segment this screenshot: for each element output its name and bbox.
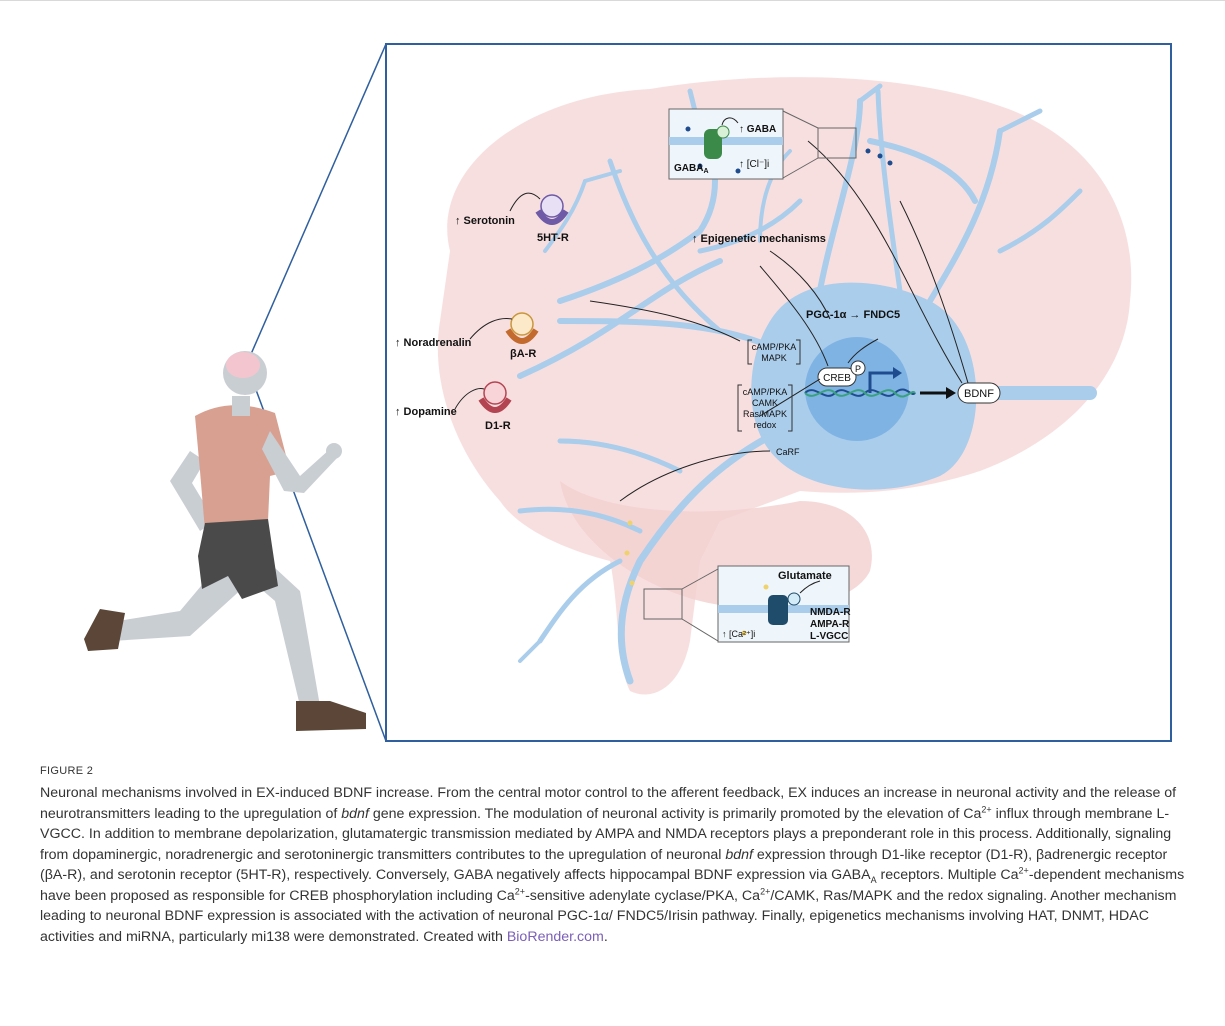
figure-illustration: CREB P BDNF ↑ Serotonin 5HT-R ↑ Noradren…	[84, 43, 1172, 742]
pathway-b-line-4: redox	[754, 420, 777, 430]
figure-caption: FIGURE 2 Neuronal mechanisms involved in…	[40, 765, 1190, 947]
creb-node	[817, 367, 857, 387]
glutamate-inset: Glutamate NMDA-R AMPA-R L-VGCC ↑ [Ca²⁺]i	[624, 520, 851, 643]
receptor-ba-label: βA-R	[510, 348, 536, 360]
neurotransmitter-arrows	[454, 140, 969, 502]
dopamine-label: ↑ Dopamine	[395, 406, 457, 418]
receptor-5ht	[535, 194, 569, 225]
nucleus	[805, 337, 909, 441]
bdnf-node	[957, 382, 1001, 404]
transcription-arrowhead	[893, 367, 902, 379]
phospho-label: P	[855, 364, 861, 374]
pathway-a-line-2: MAPK	[761, 353, 787, 363]
pathway-b-line-2: CAMK	[752, 398, 778, 408]
noradrenalin-label: ↑ Noradrenalin	[395, 337, 472, 349]
lvgcc-label: L-VGCC	[810, 631, 848, 642]
gaba-receptor-label: GABAA	[674, 163, 709, 175]
ampa-label: AMPA-R	[810, 619, 850, 630]
creb-label: CREB	[823, 373, 851, 384]
bdnf-label: BDNF	[964, 388, 994, 400]
pathway-b-line-3: Ras/MAPK	[743, 409, 787, 419]
dna-helix	[804, 388, 916, 398]
gaba-inset: ↑ GABA GABAA ↑ [Cl⁻]i	[668, 108, 893, 180]
epigenetic-label: ↑ Epigenetic mechanisms	[692, 233, 826, 245]
receptor-5ht-label: 5HT-R	[537, 232, 569, 244]
pgc-label: PGC-1α → FNDC5	[806, 309, 900, 321]
receptor-ba	[505, 312, 539, 344]
transcription-arrow	[868, 371, 893, 393]
serotonin-label: ↑ Serotonin	[455, 215, 515, 227]
phospho-node	[850, 360, 866, 376]
chloride-label: ↑ [Cl⁻]i	[739, 159, 769, 170]
arrow-to-bdnf-head	[946, 387, 956, 399]
zoom-line-top	[247, 43, 387, 362]
pathway-a-line-1: cAMP/PKA	[752, 342, 797, 352]
runner-figure	[84, 351, 366, 731]
figure-label: FIGURE 2	[40, 765, 94, 777]
biorender-link[interactable]: BioRender.com	[506, 928, 604, 945]
receptor-d1-label: D1-R	[485, 420, 511, 432]
gaba-label: ↑ GABA	[739, 124, 776, 135]
calcium-label: ↑ [Ca²⁺]i	[722, 629, 755, 639]
pathway-a-box: cAMP/PKA MAPK	[747, 339, 801, 365]
glutamate-label: Glutamate	[778, 570, 832, 582]
receptor-d1	[478, 381, 512, 413]
caption-text: Neuronal mechanisms involved in EX-induc…	[40, 785, 1185, 945]
pathway-b-box: cAMP/PKA CAMK Ras/MAPK redox	[737, 384, 793, 432]
pathway-b-line-1: cAMP/PKA	[743, 387, 788, 397]
carf-label: CaRF	[776, 447, 800, 457]
nmda-label: NMDA-R	[810, 607, 851, 618]
